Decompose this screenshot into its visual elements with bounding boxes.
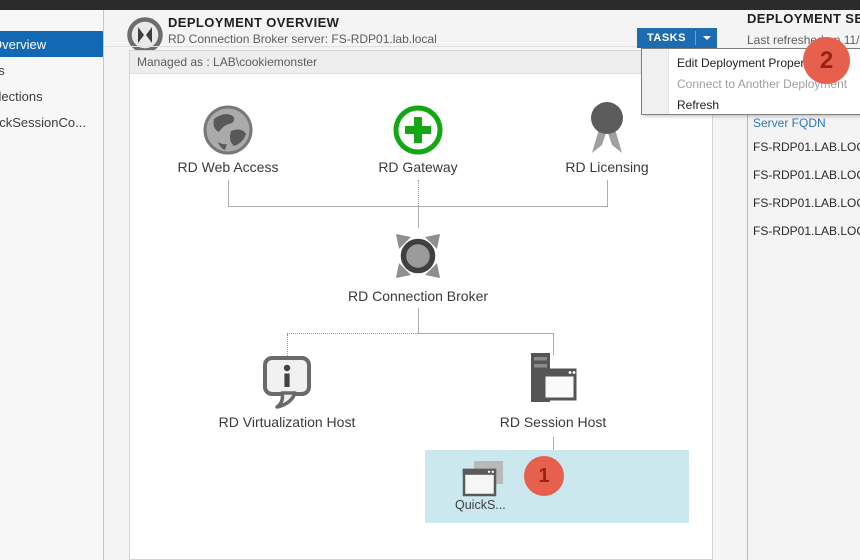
managed-as-bar: Managed as : LAB\cookiemonster	[130, 51, 712, 74]
sidebar-item-servers[interactable]: Servers	[0, 63, 5, 78]
rd-gateway-icon[interactable]	[392, 104, 444, 161]
menu-item-refresh[interactable]: Refresh	[669, 95, 860, 116]
connector-line-dotted	[418, 180, 419, 206]
server-row[interactable]: FS-RDP01.LAB.LOCAL	[753, 168, 860, 182]
rd-session-host-icon[interactable]	[529, 353, 577, 412]
connector-line-dotted	[287, 334, 288, 356]
tile-header-separator	[105, 46, 641, 47]
menu-icon-gutter	[642, 49, 669, 114]
sidebar-item-overview-label[interactable]: Overview	[0, 37, 46, 52]
rd-session-host-label: RD Session Host	[500, 414, 607, 430]
connector-line	[607, 180, 608, 206]
rd-licensing-label: RD Licensing	[565, 159, 648, 175]
connector-line	[228, 180, 229, 206]
connector-line	[553, 437, 554, 450]
server-fqdn-column-header[interactable]: Server FQDN	[753, 116, 826, 130]
connector-line	[418, 333, 554, 334]
chevron-down-icon	[695, 31, 717, 45]
sidebar-item-collections[interactable]: Collections	[0, 89, 43, 104]
rd-web-access-label: RD Web Access	[178, 159, 279, 175]
servers-table-border	[747, 51, 748, 560]
rd-gateway-label: RD Gateway	[378, 159, 457, 175]
rd-virtualization-host-icon[interactable]	[262, 355, 312, 414]
server-row[interactable]: FS-RDP01.LAB.LOCAL	[753, 224, 860, 238]
connector-line	[418, 308, 419, 334]
window-top-bar	[0, 0, 860, 10]
servers-tile-title: DEPLOYMENT SERVERS	[747, 11, 860, 26]
connector-line-dotted	[287, 333, 418, 334]
rd-licensing-icon[interactable]	[585, 99, 629, 162]
rd-connection-broker-label: RD Connection Broker	[348, 288, 488, 304]
tasks-button-label: TASKS	[637, 32, 695, 44]
connector-line	[553, 334, 554, 355]
sidebar-item-quicksessioncollection[interactable]: QuickSessionCo...	[0, 115, 86, 130]
annotation-badge-1: 1	[524, 456, 564, 496]
connector-line	[418, 206, 419, 228]
collection-quicksession-label: QuickS...	[455, 498, 506, 512]
rd-web-access-icon[interactable]	[202, 104, 254, 161]
rd-connection-broker-icon[interactable]	[390, 228, 446, 289]
server-row[interactable]: FS-RDP01.LAB.LOCAL	[753, 196, 860, 210]
overview-tile-title: DEPLOYMENT OVERVIEW	[168, 15, 339, 30]
session-collection-icon	[461, 461, 505, 502]
overview-tile-subtitle: RD Connection Broker server: FS-RDP01.la…	[168, 32, 437, 46]
annotation-badge-2: 2	[803, 37, 850, 84]
sidebar-divider	[103, 10, 104, 560]
rd-virtualization-host-label: RD Virtualization Host	[219, 414, 356, 430]
server-row[interactable]: FS-RDP01.LAB.LOCAL	[753, 140, 860, 154]
tasks-button[interactable]: TASKS	[637, 28, 717, 48]
